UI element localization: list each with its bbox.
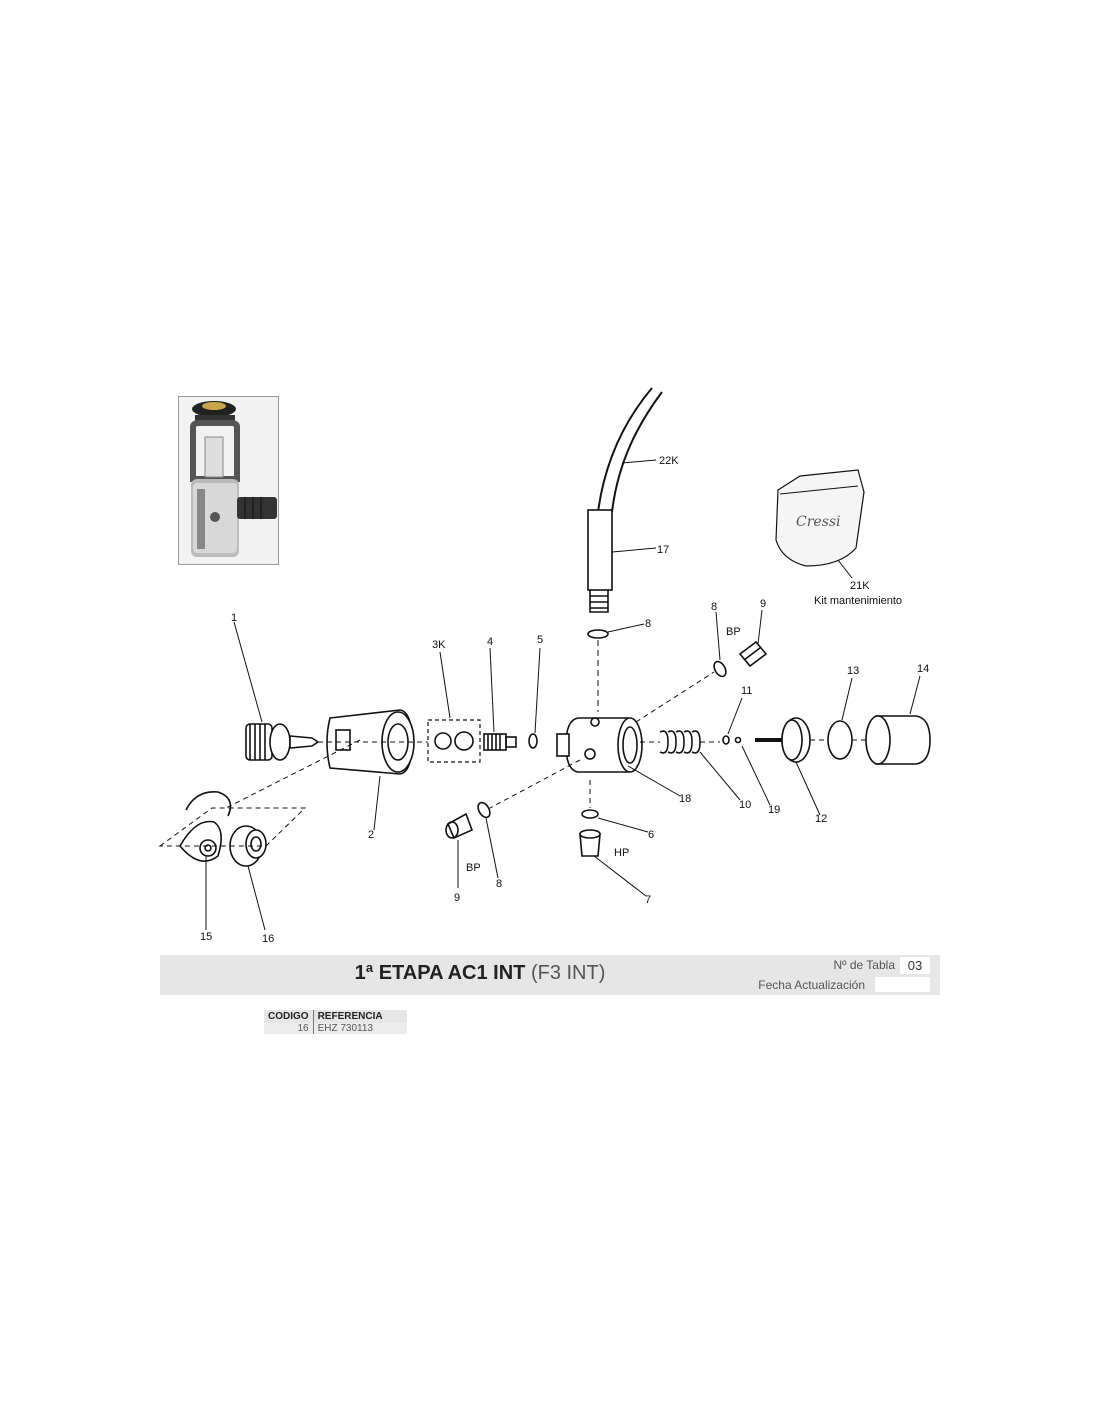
product-photo — [178, 396, 279, 565]
callout-8-top: 8 — [645, 618, 651, 630]
table-header-row: CODIGO REFERENCIA — [264, 1010, 407, 1023]
title-bar: 1ª ETAPA AC1 INT (F3 INT) Nº de Tabla 03… — [160, 955, 940, 995]
table-row: 16 EHZ 730113 — [264, 1023, 407, 1034]
regulator-photo-image — [179, 397, 278, 564]
callout-7: 7 — [645, 894, 651, 906]
column-header-referencia: REFERENCIA — [313, 1010, 407, 1023]
callout-8-left: 8 — [496, 878, 502, 890]
callout-17: 17 — [657, 544, 669, 556]
kit-code: 21K — [850, 580, 870, 592]
callout-8-right: 8 — [711, 601, 717, 613]
callout-10: 10 — [739, 799, 751, 811]
callout-13: 13 — [847, 665, 859, 677]
callout-14: 14 — [917, 663, 929, 675]
kit-name: Kit mantenimiento — [814, 595, 902, 607]
page-title: 1ª ETAPA AC1 INT (F3 INT) — [160, 962, 800, 985]
callout-18: 18 — [679, 793, 691, 805]
callout-3k: 3K — [432, 639, 446, 651]
reference-table: CODIGO REFERENCIA 16 EHZ 730113 — [264, 1010, 407, 1034]
label-bp-right: BP — [726, 626, 741, 638]
kit-brand-logo: Cressi — [796, 514, 841, 530]
title-main: 1ª ETAPA AC1 INT — [354, 962, 526, 984]
callout-2: 2 — [368, 829, 374, 841]
tabla-label: Nº de Tabla — [833, 958, 895, 972]
callout-12: 12 — [815, 813, 827, 825]
callout-16: 16 — [262, 933, 274, 945]
callout-9-right: 9 — [760, 598, 766, 610]
callout-1: 1 — [231, 612, 237, 624]
callout-11: 11 — [741, 685, 752, 697]
callout-19: 19 — [768, 804, 780, 816]
callout-15: 15 — [200, 931, 212, 943]
callout-22k: 22K — [659, 455, 679, 467]
callout-4: 4 — [487, 636, 493, 648]
label-bp-left: BP — [466, 862, 481, 874]
column-header-codigo: CODIGO — [264, 1010, 314, 1023]
hose-fitting-17 — [587, 509, 613, 591]
callout-5: 5 — [537, 634, 543, 646]
tabla-value: 03 — [900, 957, 930, 974]
cell-codigo: 16 — [264, 1023, 314, 1034]
label-hp: HP — [614, 847, 629, 859]
callout-6: 6 — [648, 829, 654, 841]
title-sub: (F3 INT) — [530, 962, 606, 984]
fecha-value — [875, 977, 930, 992]
fecha-label: Fecha Actualización — [758, 978, 865, 992]
cell-referencia: EHZ 730113 — [313, 1023, 407, 1034]
callout-9-left: 9 — [454, 892, 460, 904]
